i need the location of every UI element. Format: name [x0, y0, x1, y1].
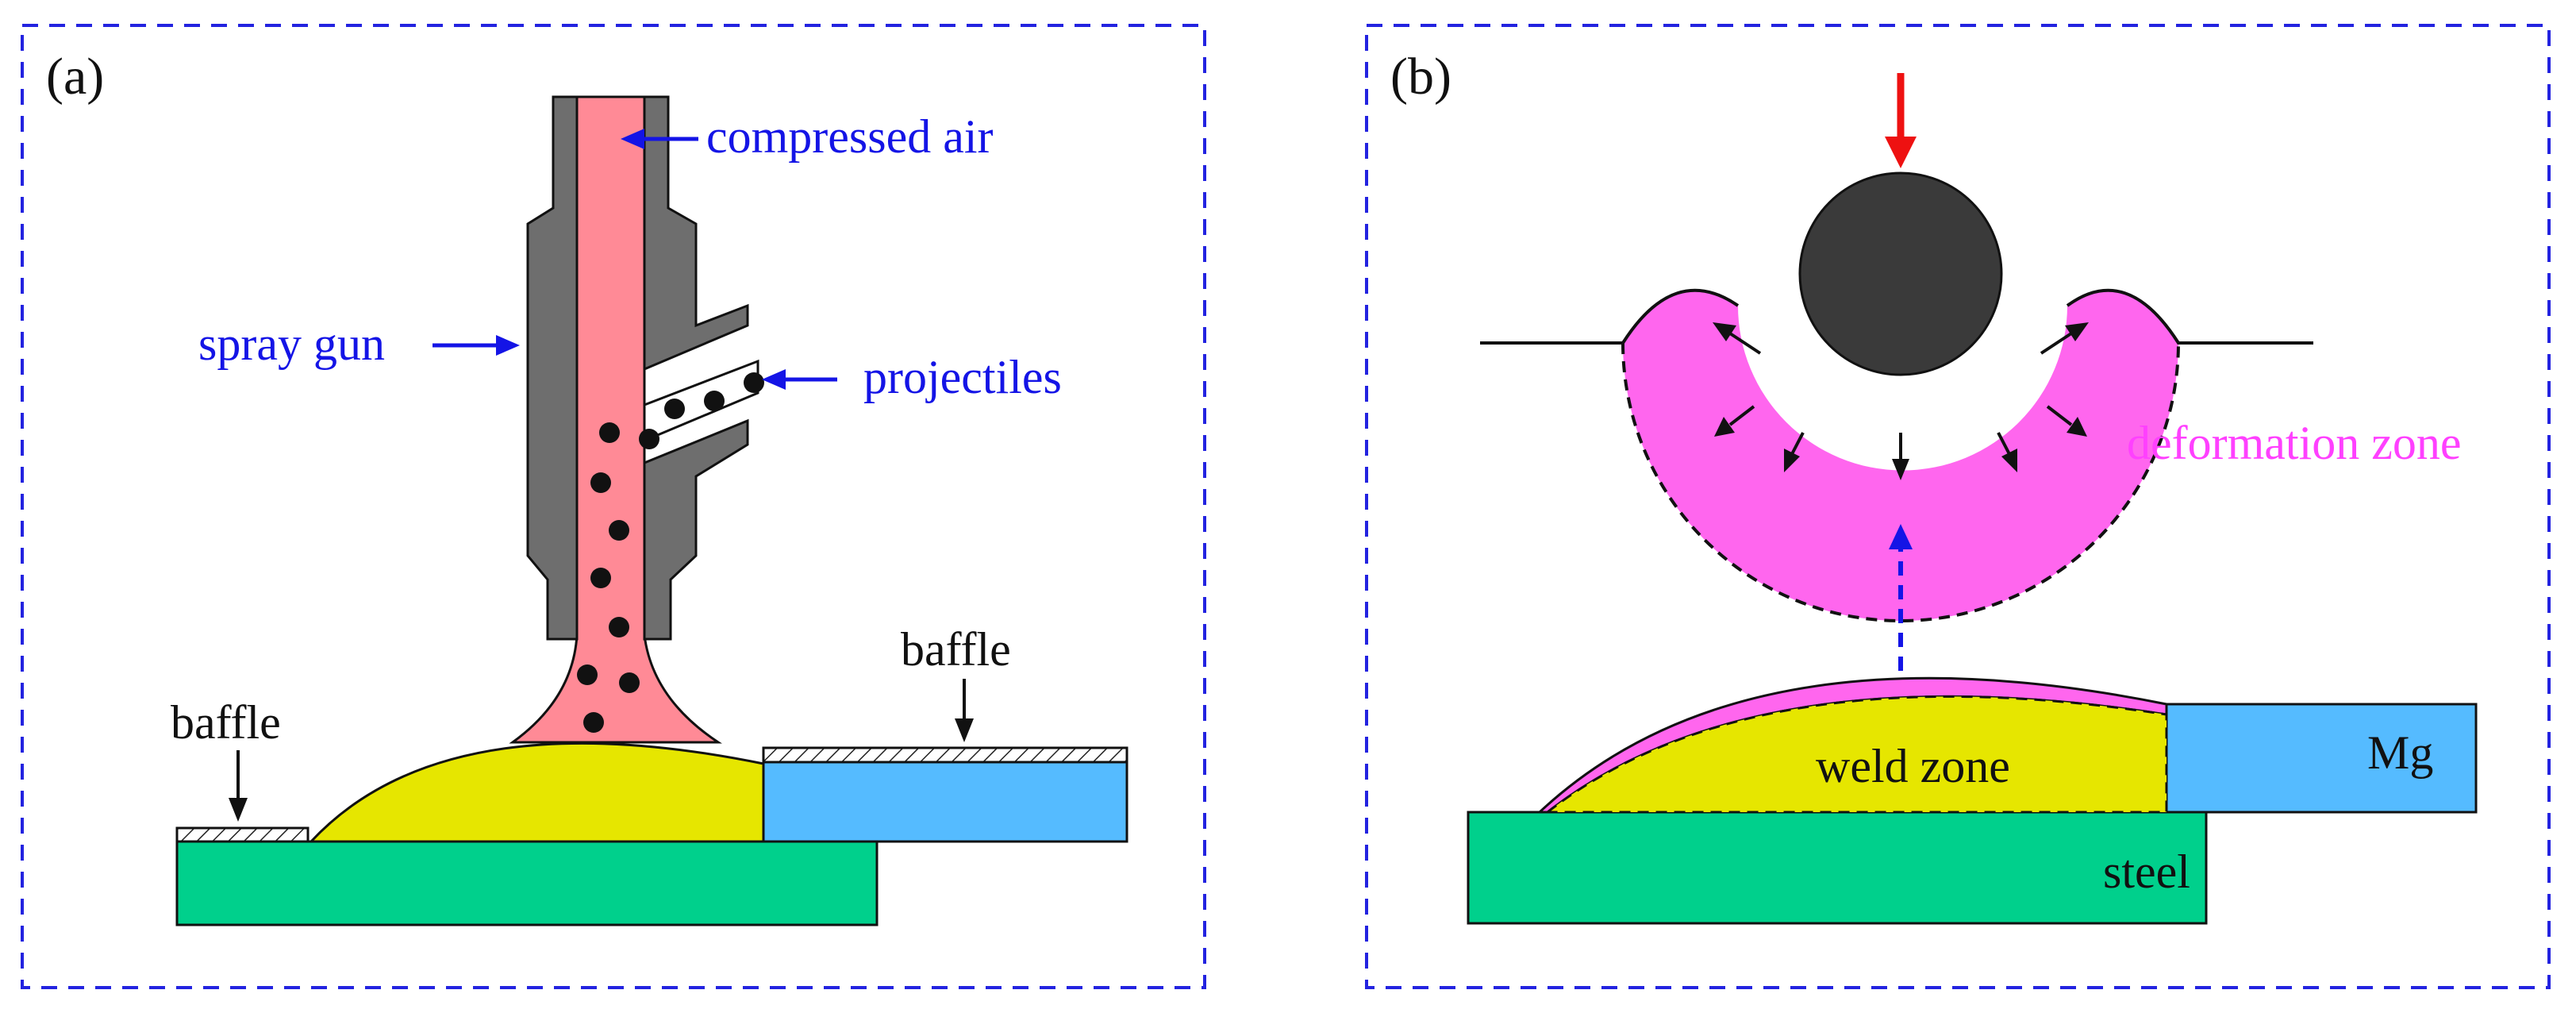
steel-substrate-a	[175, 840, 879, 926]
deformation-boundary	[1621, 342, 2180, 622]
radial-arrows	[1713, 322, 2089, 480]
projectile	[704, 391, 725, 411]
label-baffle-right: baffle	[901, 623, 1011, 676]
label-deformation-zone: deformation zone	[2127, 417, 2462, 469]
weld-bump-a	[308, 741, 765, 843]
projectile	[619, 672, 640, 693]
projectile	[583, 712, 604, 733]
label-compressed-air: compressed air	[706, 110, 994, 163]
label-mg: Mg	[2367, 726, 2433, 779]
label-spray-gun: spray gun	[198, 318, 385, 370]
panel-b: (b)	[1365, 24, 2551, 989]
projectile	[609, 520, 629, 541]
surface-line	[1480, 288, 2313, 345]
steel-substrate-b	[1467, 811, 2208, 925]
panel-b-frame	[1365, 24, 2551, 989]
label-projectiles: projectiles	[863, 351, 1062, 403]
panel-b-tag: (b)	[1390, 48, 1451, 106]
label-weld-zone: weld zone	[1816, 740, 2010, 792]
spray-gun-left	[526, 95, 579, 641]
projectile	[590, 472, 611, 493]
projectile	[664, 399, 685, 419]
projectile	[744, 372, 764, 393]
label-arrows-a	[433, 129, 837, 390]
weld-zone-b	[1544, 695, 2168, 814]
baffle-arrows	[229, 679, 974, 822]
projectile	[599, 422, 620, 443]
air-stream	[509, 95, 722, 744]
deformation-zone	[1623, 290, 2178, 621]
projectiles-group	[577, 372, 764, 733]
label-baffle-left: baffle	[171, 696, 281, 749]
projectile	[609, 617, 629, 637]
spray-gun-right	[643, 95, 749, 641]
baffle-left-plate	[175, 826, 310, 843]
projectile	[590, 568, 611, 588]
mg-plate-a	[762, 761, 1128, 843]
projectile	[639, 429, 659, 449]
mg-plate-b	[2165, 703, 2478, 814]
baffle-right-plate	[762, 746, 1128, 764]
panel-a-frame	[21, 24, 1206, 989]
shot-ball	[1798, 171, 2003, 376]
panel-a-tag: (a)	[46, 48, 104, 106]
force-arrow	[1885, 73, 1917, 168]
projectile	[577, 664, 598, 685]
feed-tube-channel	[643, 359, 759, 443]
label-steel: steel	[2103, 845, 2190, 898]
panel-a: (a)	[21, 24, 1206, 989]
magnify-arrow	[1889, 524, 1913, 671]
